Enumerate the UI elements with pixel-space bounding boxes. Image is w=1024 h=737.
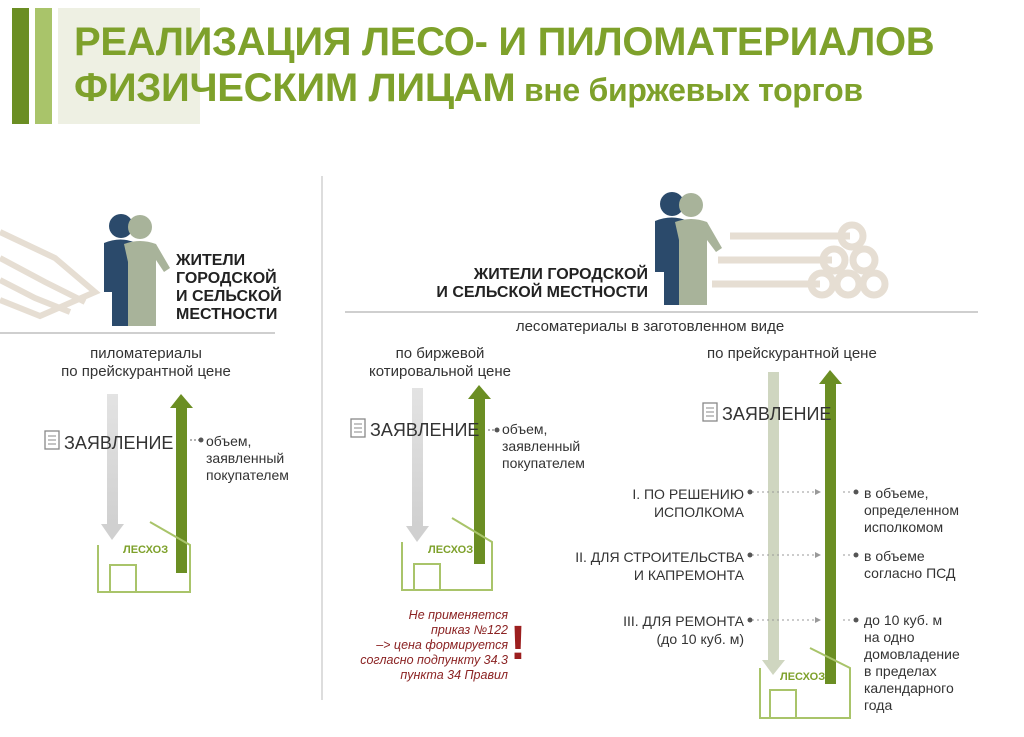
case-1-volume-line: определенном: [864, 502, 959, 518]
warning-exclamation: !: [510, 617, 526, 670]
case-3-label: III. ДЛЯ РЕМОНТА (до 10 куб. м): [560, 612, 744, 648]
left-residents-line: И СЕЛЬСКОЙ: [176, 288, 282, 305]
exchange-note-line: –> цена формируется: [376, 638, 508, 652]
title-accent-bar-dark: [12, 8, 29, 124]
exchange-note-line: Не применяется: [408, 608, 508, 622]
case-2-volume-line: в объеме: [864, 548, 925, 564]
case-connectors: [752, 491, 853, 621]
exchange-note: Не применяется приказ №122 –> цена форми…: [330, 608, 508, 683]
pricelist-application-label: ЗАЯВЛЕНИЕ: [722, 404, 832, 424]
case-3-volume-line: на одно: [864, 629, 915, 645]
case-3-label-line: III. ДЛЯ РЕМОНТА: [623, 613, 744, 629]
case-3-volume-line: домовладение: [864, 646, 960, 662]
leskhoz-house-left: [97, 521, 191, 593]
left-product-label: пиломатериалы по прейскурантной цене: [36, 345, 256, 381]
leskhoz-house-mid: [401, 517, 493, 591]
case-2-volume: в объеме согласно ПСД: [864, 548, 955, 582]
case-1-label-line: I. ПО РЕШЕНИЮ: [632, 486, 744, 502]
left-residents-line: МЕСТНОСТИ: [176, 306, 278, 323]
down-arrow-mid-shaft: [412, 388, 423, 526]
right-residents-line: И СЕЛЬСКОЙ МЕСТНОСТИ: [436, 284, 648, 301]
left-product-line: пиломатериалы: [90, 345, 202, 362]
case-2-label-line: II. ДЛЯ СТРОИТЕЛЬСТВА: [575, 549, 744, 565]
left-volume-line: покупателем: [206, 467, 289, 483]
case-3-label-line: (до 10 куб. м): [656, 631, 745, 647]
case-3-volume-line: календарного: [864, 680, 954, 696]
people-icon-left: [104, 214, 170, 326]
right-residents-line: ЖИТЕЛИ ГОРОДСКОЙ: [473, 266, 648, 283]
exchange-note-line: приказ №122: [430, 623, 508, 637]
document-icon-mid: [350, 418, 366, 438]
exchange-price-label: по биржевой котировальной цене: [340, 345, 540, 381]
left-product-line: по прейскурантной цене: [61, 363, 231, 380]
exchange-volume-line: объем,: [502, 421, 548, 437]
exchange-volume-label: объем, заявленный покупателем: [502, 421, 585, 472]
right-residents-label: ЖИТЕЛИ ГОРОДСКОЙ И СЕЛЬСКОЙ МЕСТНОСТИ: [420, 266, 648, 302]
exchange-price-line: по биржевой: [395, 345, 485, 362]
down-arrow-mid-head: [406, 526, 429, 542]
left-residents-line: ЖИТЕЛИ: [176, 252, 246, 269]
case-1-volume-line: исполкомом: [864, 519, 944, 535]
title-small: вне биржевых торгов: [515, 72, 863, 108]
case-1-volume: в объеме, определенном исполкомом: [864, 485, 959, 536]
up-arrow-left-shaft: [176, 408, 187, 573]
page-title-line2: ФИЗИЧЕСКИМ ЛИЦАМ вне биржевых торгов: [74, 66, 863, 111]
left-residents-label: ЖИТЕЛИ ГОРОДСКОЙ И СЕЛЬСКОЙ МЕСТНОСТИ: [176, 252, 282, 324]
case-2-volume-line: согласно ПСД: [864, 565, 956, 581]
case-1-label-line: ИСПОЛКОМА: [653, 504, 744, 520]
exchange-application-label: ЗАЯВЛЕНИЕ: [370, 420, 480, 440]
exchange-note-line: пункта 34 Правил: [400, 668, 508, 682]
case-3-volume: до 10 куб. м на одно домовладение в пред…: [864, 612, 960, 714]
up-arrow-right-head: [819, 370, 842, 384]
left-volume-line: заявленный: [206, 450, 285, 466]
down-arrow-left-head: [101, 524, 124, 540]
exchange-price-line: котировальной цене: [369, 363, 511, 380]
pricelist-leskhoz-label: ЛЕСХОЗ: [780, 671, 826, 683]
case-3-volume-line: до 10 куб. м: [864, 612, 943, 628]
exchange-volume-line: покупателем: [502, 455, 585, 471]
pricelist-price-label: по прейскурантной цене: [707, 345, 877, 362]
down-arrow-right-head: [762, 660, 785, 675]
right-product-label: лесоматериалы в заготовленном виде: [515, 318, 785, 335]
case-2-label: II. ДЛЯ СТРОИТЕЛЬСТВА И КАПРЕМОНТА: [540, 548, 744, 584]
case-1-volume-line: в объеме,: [864, 485, 929, 501]
exchange-volume-line: заявленный: [502, 438, 581, 454]
title-background: [58, 8, 200, 124]
document-icon-left: [44, 430, 60, 450]
up-arrow-mid-shaft: [474, 399, 485, 564]
case-3-volume-line: года: [864, 697, 893, 713]
left-application-label: ЗАЯВЛЕНИЕ: [64, 433, 174, 453]
people-icon-right: [655, 192, 722, 305]
document-icon-right: [702, 402, 718, 422]
logs-icon: [712, 221, 889, 299]
title-accent-bar-light: [35, 8, 52, 124]
page-title-line1: РЕАЛИЗАЦИЯ ЛЕСО- И ПИЛОМАТЕРИАЛОВ: [74, 20, 935, 64]
down-arrow-left-shaft: [107, 394, 118, 524]
up-arrow-left-head: [170, 394, 193, 408]
down-arrow-right-shaft: [768, 372, 779, 660]
case-3-volume-line: в пределах: [864, 663, 937, 679]
left-residents-line: ГОРОДСКОЙ: [176, 270, 277, 287]
leskhoz-house-right: [759, 647, 851, 719]
lumber-stack-icon: [0, 229, 101, 320]
left-volume-line: объем,: [206, 433, 252, 449]
title-big: ФИЗИЧЕСКИМ ЛИЦАМ: [74, 66, 516, 110]
case-1-label: I. ПО РЕШЕНИЮ ИСПОЛКОМА: [560, 485, 744, 521]
case-2-label-line: И КАПРЕМОНТА: [633, 567, 744, 583]
left-leskhoz-label: ЛЕСХОЗ: [123, 544, 169, 556]
left-volume-label: объем, заявленный покупателем: [206, 433, 289, 484]
up-arrow-mid-head: [468, 385, 491, 399]
exchange-leskhoz-label: ЛЕСХОЗ: [428, 544, 474, 556]
exchange-note-line: согласно подпункту 34.3: [360, 653, 508, 667]
up-arrow-right-shaft: [825, 384, 836, 684]
